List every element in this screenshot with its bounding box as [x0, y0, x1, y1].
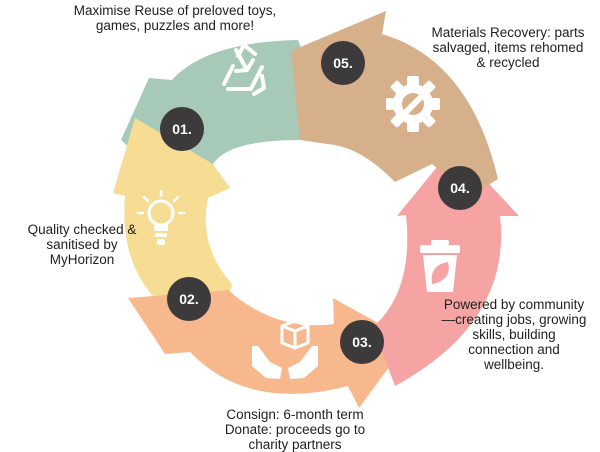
step-3-number: 03. [340, 320, 384, 364]
step-1-label: Maximise Reuse of preloved toys, games, … [73, 3, 277, 33]
lightbulb-icon [136, 189, 186, 245]
step-2-label: Quality checked & sanitised by MyHorizon [27, 222, 137, 267]
eco-bin-icon [420, 240, 460, 292]
step-5-number: 05. [321, 41, 365, 85]
step-3-arrow [128, 290, 409, 408]
recycle-icon [222, 43, 266, 96]
step-4-number: 04. [438, 166, 482, 210]
step-4-label: Powered by community —creating jobs, gro… [441, 297, 587, 372]
step-2-number: 02. [167, 277, 211, 321]
step-5-label: Materials Recovery: parts salvaged, item… [431, 25, 585, 70]
gear-wrench-icon [386, 76, 440, 132]
hands-box-icon [252, 319, 318, 379]
step-3-label: Consign: 6-month term Donate: proceeds g… [224, 407, 366, 452]
step-1-number: 01. [160, 107, 204, 151]
